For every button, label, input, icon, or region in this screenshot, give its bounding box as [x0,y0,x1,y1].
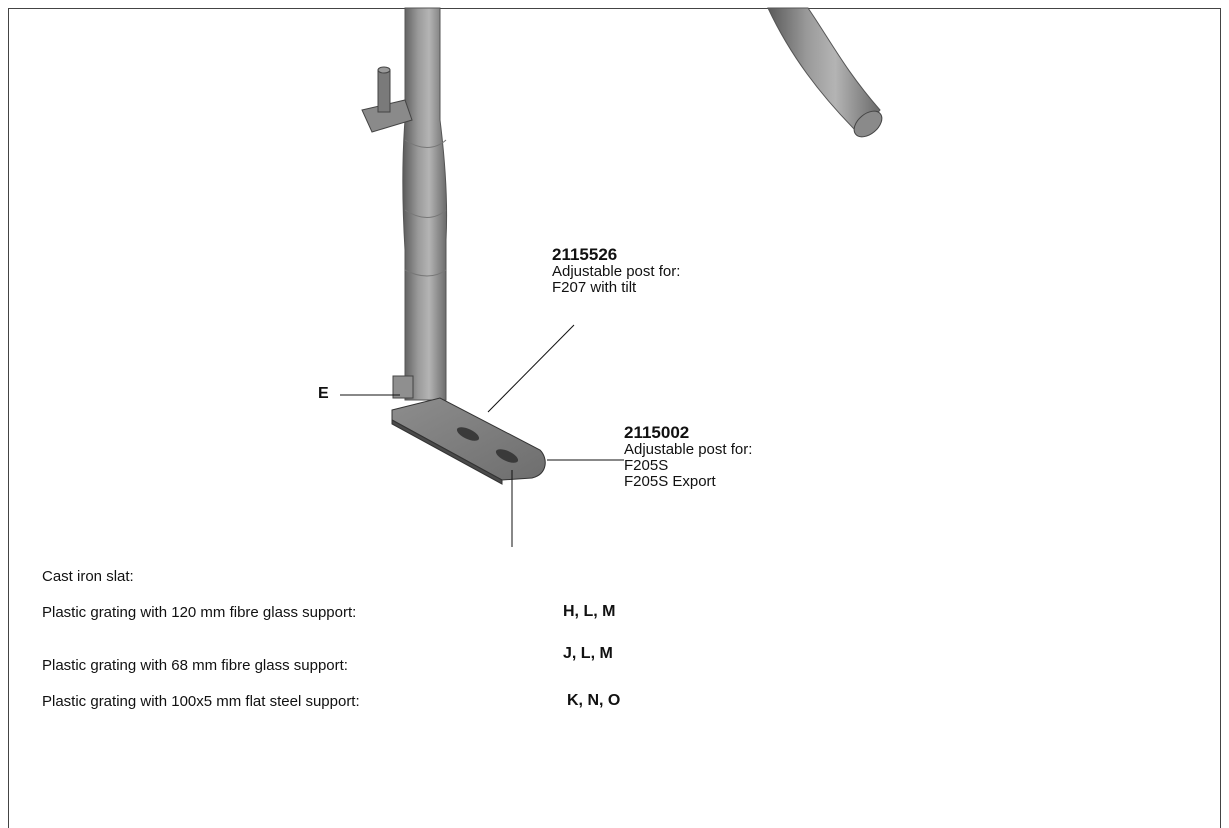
callout-2115002: 2115002 Adjustable post for: F205S F205S… [624,424,752,490]
legend-codes: K, N, O [567,692,621,709]
legend-row: Plastic grating with 120 mm fibre glass … [42,604,357,621]
vertical-post [402,7,448,401]
callout-description: Adjustable post for: [624,441,753,458]
slot-1 [456,427,480,441]
leader-2115526 [487,324,575,413]
callout-model: F205S Export [624,473,716,490]
part-number: 2115002 [624,423,690,442]
callout-2115526: 2115526 Adjustable post for: F207 with t… [552,246,680,296]
part-number: 2115526 [552,245,618,264]
slot-2 [495,449,519,463]
top-bracket [361,99,413,133]
legend-row: Cast iron slat: [42,568,134,585]
legend-row: Plastic grating with 68 mm fibre glass s… [42,657,348,674]
drawing-frame [8,8,1221,828]
clip-e [392,375,414,399]
bracket-pin [377,69,391,113]
legend-codes: J, L, M [563,645,613,662]
marker-e: E [318,385,329,402]
legend-codes: H, L, M [563,603,616,620]
callout-model: F205S [624,457,669,474]
legend-row: Plastic grating with 100x5 mm flat steel… [42,693,360,710]
callout-description: Adjustable post for: [552,263,681,280]
tube-end [853,110,883,138]
callout-model: F207 with tilt [552,279,637,296]
